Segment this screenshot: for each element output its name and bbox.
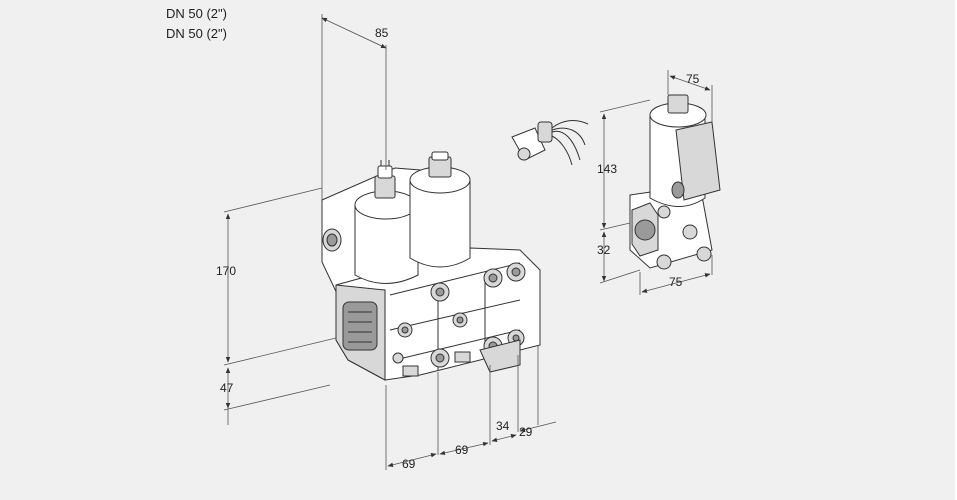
dim-height-total: 170 (216, 264, 236, 278)
dim-bottom-c: 34 (496, 419, 510, 433)
caption-line-2: DN 50 (2") (166, 26, 227, 41)
double-valve-assembly (321, 151, 541, 381)
flow-marker-2 (454, 351, 471, 363)
cable-connector (511, 120, 589, 166)
dim-side-height: 143 (597, 162, 617, 176)
base-foot (479, 339, 521, 373)
side-coil-plug (675, 121, 721, 201)
inlet-flange-grid (348, 311, 372, 343)
side-view-valve (629, 94, 721, 270)
dim-side-lower: 32 (597, 243, 611, 257)
dim-bottom-a: 69 (402, 457, 416, 471)
dim-height-lower: 47 (220, 381, 234, 395)
dim-side-bottom-width: 75 (669, 275, 683, 289)
dim-bottom-b: 69 (455, 443, 469, 457)
solenoid-coil-right (409, 151, 471, 268)
dim-side-top-width: 75 (686, 72, 700, 86)
dim-top-width: 85 (375, 26, 389, 40)
flange-port-inner (326, 233, 338, 247)
caption-line-1: DN 50 (2") (166, 6, 227, 21)
dimension-lines: 85 170 47 69 69 34 29 75 143 32 75 (216, 14, 713, 471)
flow-marker-1 (402, 365, 419, 377)
inlet-flange (342, 301, 378, 351)
solenoid-coil-left (354, 160, 419, 284)
dim-bottom-d: 29 (519, 425, 533, 439)
